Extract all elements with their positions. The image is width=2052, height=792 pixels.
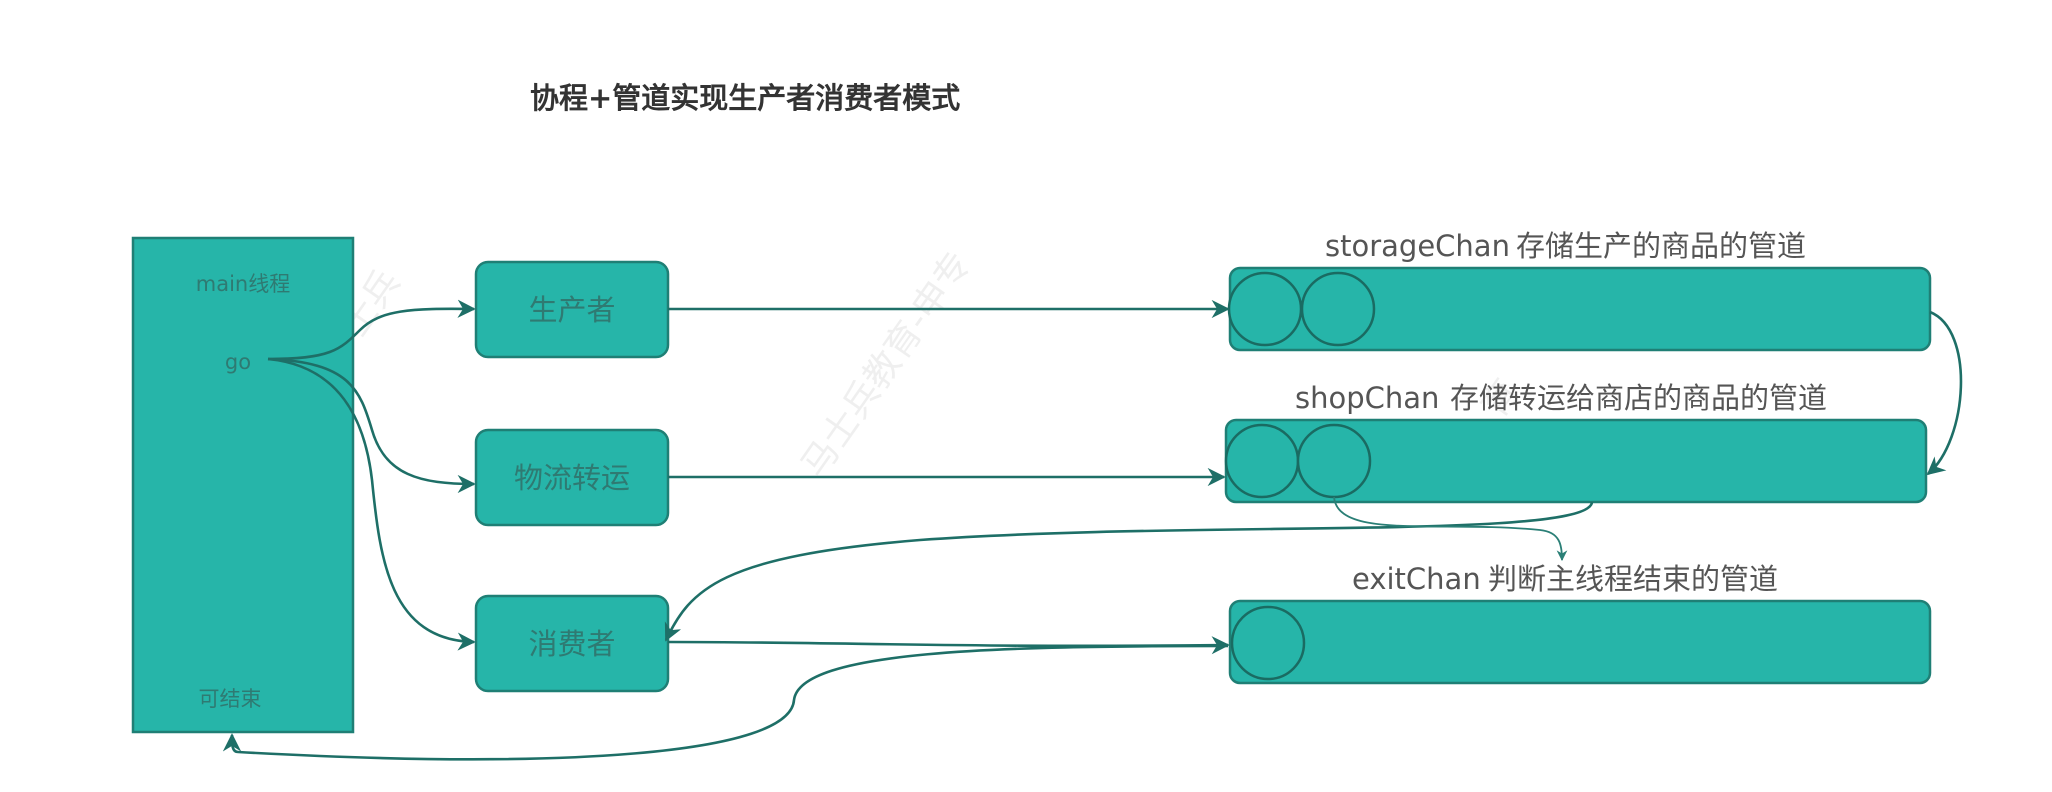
- exit-to-main-edge: [222, 644, 1229, 761]
- storage-chan-slot: [1227, 271, 1303, 347]
- go-to-consumer-edge: [267, 357, 476, 651]
- shop-chan-slot: [1296, 423, 1372, 499]
- storage-to-shop-edge: [1926, 310, 1963, 476]
- shop-chan-name: shopChan: [1295, 381, 1439, 415]
- go-to-producer-edge: [267, 299, 476, 361]
- main-thread-label: main线程: [196, 272, 290, 296]
- storage-chan-desc: 存储生产的商品的管道: [1516, 229, 1806, 263]
- watermark-text: 马士兵教育-申专: [794, 245, 980, 486]
- storage-chan-slot: [1300, 271, 1376, 347]
- exit-chan-name: exitChan: [1352, 562, 1481, 596]
- exit-chan-slot: [1230, 605, 1306, 681]
- go-to-logistics-edge: [267, 357, 476, 494]
- shop-to-consumer-edge: [664, 501, 1594, 642]
- main-thread-box: [131, 236, 355, 734]
- consumer-label: 消费者: [528, 627, 615, 661]
- shop-chan-slot: [1224, 423, 1300, 499]
- exit-chan-desc: 判断主线程结束的管道: [1488, 562, 1778, 596]
- main-finish-label: 可结束: [199, 687, 262, 711]
- shop-chan-desc: 存储转运给商店的商品的管道: [1450, 381, 1827, 415]
- diagram-title: 协程+管道实现生产者消费者模式: [530, 81, 960, 115]
- producer-label: 生产者: [528, 293, 615, 327]
- exit-chan-bar: [1228, 599, 1932, 685]
- go-keyword-label: go: [225, 350, 251, 374]
- logistics-label: 物流转运: [514, 461, 630, 495]
- shop-to-exit-branch-edge: [1333, 496, 1568, 562]
- consumer-box: [474, 594, 670, 693]
- storage-chan-name: storageChan: [1325, 229, 1510, 263]
